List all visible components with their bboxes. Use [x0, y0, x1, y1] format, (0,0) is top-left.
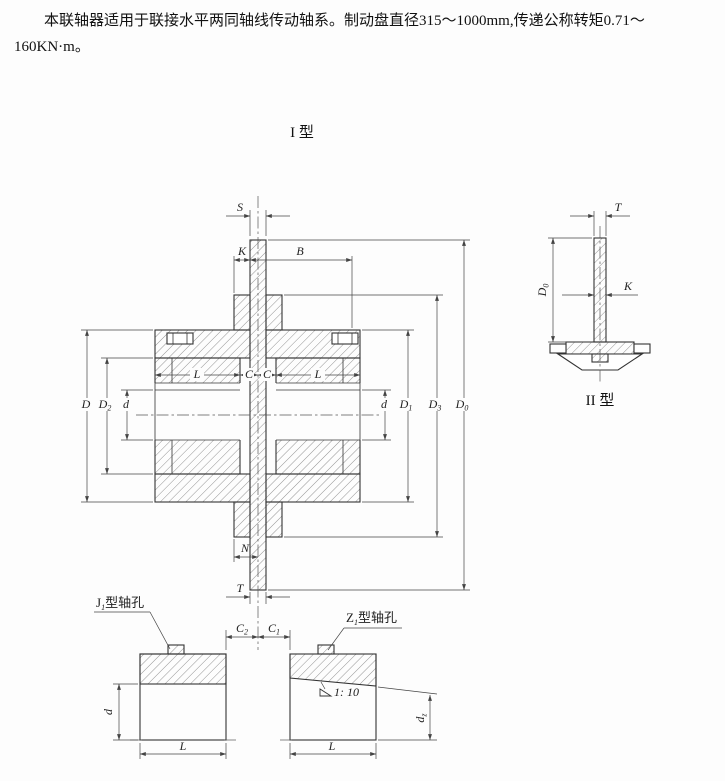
dim-C2-C1: C2 C1 [225, 621, 291, 650]
dim-d-right: d [362, 389, 392, 441]
dim-S: S [226, 200, 290, 236]
dim-T-bottom: T [226, 581, 290, 604]
z1-shaft-hole-drawing: Z1型轴孔 1: 10 dz L [280, 610, 438, 759]
flange-bolt-left [166, 332, 194, 345]
z1-label: Z1型轴孔 [346, 610, 397, 627]
j1-key [167, 644, 185, 655]
type2-title: II 型 [586, 392, 615, 409]
dim-label-d-bore-left: d [123, 397, 130, 411]
dim-K-B: K B [233, 244, 353, 328]
dim-L-z1: L [289, 739, 377, 759]
type1-title: I 型 [290, 124, 314, 141]
dim-label-c2: C2 [236, 621, 248, 637]
dim-N: N [233, 539, 259, 562]
dim-label-n: N [240, 541, 250, 555]
flange-bolt-right [331, 332, 359, 345]
dim-dz: dz [377, 686, 438, 741]
dim-d-j1: d [101, 683, 138, 741]
dim-label-d-bore-right: d [381, 397, 388, 411]
intro-text: 本联轴器适用于联接水平两同轴线传动轴系。制动盘直径315～1000mm,传递公称… [14, 13, 645, 56]
dim-D0: D0 [268, 239, 474, 591]
j1-shaft-hole-drawing: J1型轴孔 d L [94, 595, 238, 759]
dim-D2: D2 [96, 357, 153, 475]
dim-label-d2: D2 [98, 397, 112, 413]
dim-label-k-type2: K [623, 279, 633, 293]
dim-label-c1: C1 [268, 621, 280, 637]
dim-label-l-right: L [314, 367, 322, 381]
taper-annotation: 1: 10 [319, 681, 359, 699]
dim-label-b: B [296, 244, 304, 258]
dim-label-l-j1: L [179, 739, 187, 753]
dim-label-d1: D1 [399, 397, 413, 413]
dim-T-type2: T [570, 200, 630, 236]
dim-label-c-left: C [245, 367, 254, 381]
dim-L-C-C-L: L C C L [154, 367, 361, 381]
dim-label-d3: D3 [428, 397, 442, 413]
dim-label-d0: D0 [455, 397, 469, 413]
dim-L-j1: L [139, 739, 227, 759]
dim-label-k: K [237, 244, 247, 258]
dim-K-type2: K [562, 279, 638, 297]
dim-label-d0-type2: D0 [535, 284, 551, 298]
dim-label-dz: dz [413, 713, 429, 723]
dim-D1: D1 [362, 329, 418, 503]
dim-D3: D3 [284, 294, 447, 538]
j1-label: J1型轴孔 [96, 595, 144, 612]
dim-label-d-flange: D [81, 397, 91, 411]
type2-drawing: T D0 K II 型 [535, 200, 651, 409]
z1-key [317, 644, 335, 655]
taper-ratio: 1: 10 [334, 685, 359, 699]
dim-D0-type2: D0 [535, 237, 592, 343]
taper-symbol-icon [319, 688, 333, 697]
dim-d-left: d [119, 389, 153, 441]
dim-label-s: S [237, 200, 243, 214]
type1-drawing: I 型 [78, 124, 474, 650]
dim-label-t-type2: T [615, 200, 623, 214]
dim-label-l-left: L [193, 367, 201, 381]
dim-label-c-right: C [263, 367, 272, 381]
dim-D: D [78, 329, 153, 503]
dim-label-d-j1: d [101, 708, 115, 715]
dim-label-t-bottom: T [237, 581, 245, 595]
dim-label-l-z1: L [328, 739, 336, 753]
